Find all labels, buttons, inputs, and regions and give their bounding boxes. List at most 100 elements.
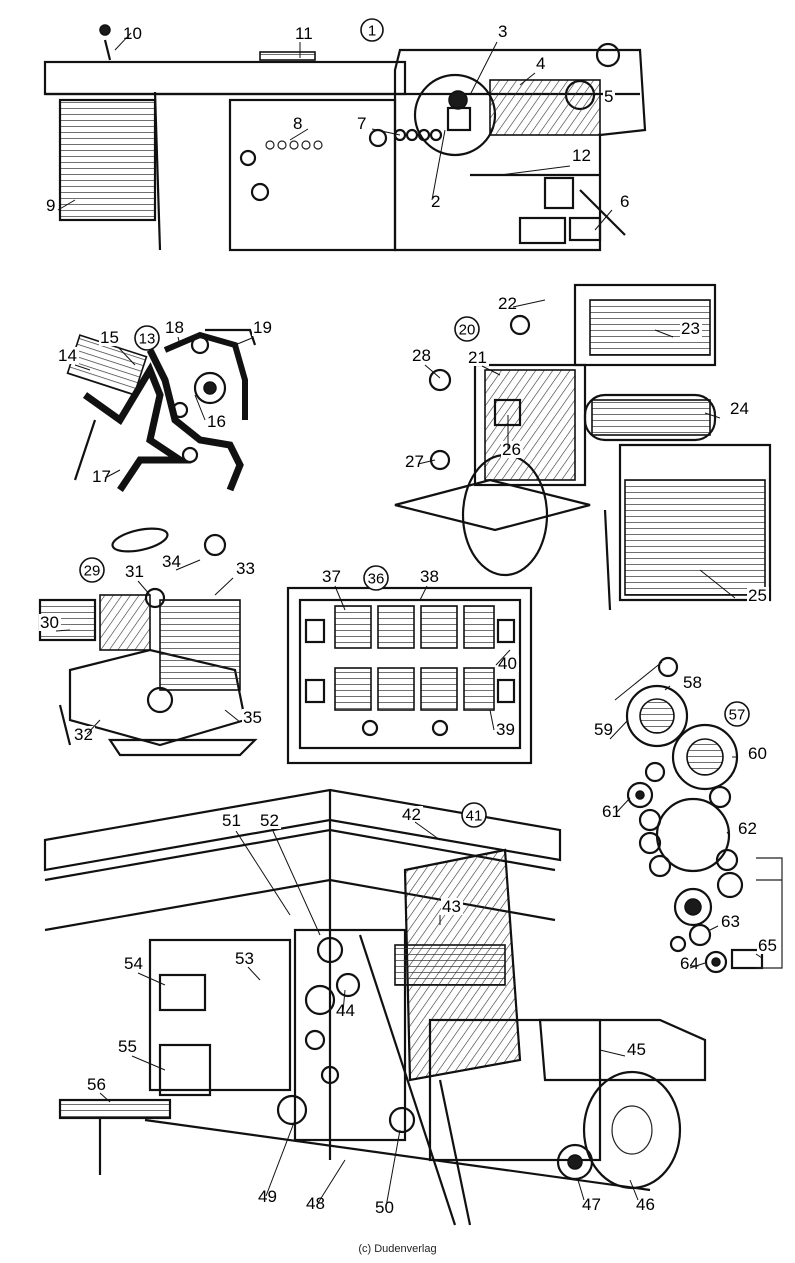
- callout-number-25: 25: [748, 586, 767, 605]
- leader-line: [334, 585, 346, 611]
- callout-backdrop: [411, 347, 433, 364]
- machine-13-schematic: [66, 328, 257, 492]
- callout-backdrop: [535, 55, 547, 72]
- leader-line: [615, 797, 631, 814]
- callout-number-2: 2: [431, 192, 440, 211]
- figure-number-circle: [461, 802, 487, 828]
- callout-number-54: 54: [124, 954, 143, 973]
- callout-number-62: 62: [738, 819, 757, 838]
- callout-number-32: 32: [74, 725, 93, 744]
- figure-number-circle: [454, 316, 480, 342]
- inking-rollers-7: [393, 128, 443, 142]
- callout-backdrop: [626, 1041, 648, 1058]
- callout-number-51: 51: [222, 811, 241, 830]
- rollers-8: [265, 140, 323, 150]
- machine-1-sheet-fed-press: [43, 24, 647, 252]
- callout-backdrop: [259, 812, 281, 829]
- callout-number-24: 24: [730, 399, 749, 418]
- callout-backdrop: [441, 898, 463, 915]
- leader-line: [755, 953, 763, 959]
- callout-backdrop: [495, 721, 517, 738]
- figure-number-36: 36: [363, 565, 389, 591]
- callout-number-9: 9: [46, 196, 55, 215]
- callout-backdrop: [737, 820, 759, 837]
- leader-line: [317, 1159, 346, 1204]
- leader-line: [371, 128, 401, 136]
- callout-backdrop: [39, 614, 61, 631]
- callout-number-15: 15: [100, 328, 119, 347]
- leader-line: [594, 209, 613, 231]
- callout-backdrop: [73, 726, 95, 743]
- leader-line: [519, 72, 536, 86]
- callout-backdrop: [294, 25, 316, 42]
- callout-number-19: 19: [253, 318, 272, 337]
- callout-number-3: 3: [498, 22, 507, 41]
- callout-number-52: 52: [260, 811, 279, 830]
- callout-number-64: 64: [680, 954, 699, 973]
- callout-number-58: 58: [683, 673, 702, 692]
- callout-backdrop: [305, 1195, 327, 1212]
- machine-57-roller-train: [614, 656, 783, 974]
- callout-number-44: 44: [336, 1001, 355, 1020]
- callout-backdrop: [221, 812, 243, 829]
- callout-number-23: 23: [681, 319, 700, 338]
- callout-backdrop: [680, 320, 702, 337]
- callout-backdrop: [242, 709, 264, 726]
- leader-line: [104, 469, 121, 479]
- callout-number-22: 22: [498, 294, 517, 313]
- leader-line: [414, 821, 441, 841]
- leader-line: [495, 649, 511, 666]
- callout-backdrop: [123, 955, 145, 972]
- leader-line: [175, 559, 201, 571]
- machine-41-rotary-press: [43, 788, 707, 1226]
- leader-line: [419, 585, 428, 601]
- callout-backdrop: [292, 115, 304, 132]
- callout-backdrop: [619, 193, 631, 210]
- callout-number-43: 43: [442, 897, 461, 916]
- leader-line: [609, 719, 629, 740]
- figure-number-text: 1: [368, 23, 376, 40]
- callout-number-30: 30: [40, 613, 59, 632]
- leader-line: [699, 569, 736, 599]
- callout-number-12: 12: [572, 146, 591, 165]
- callout-backdrop: [374, 1199, 396, 1216]
- figure-number-circle: [360, 18, 384, 42]
- leader-line: [247, 966, 261, 981]
- callout-number-17: 17: [92, 467, 111, 486]
- figure-number-text: 20: [459, 322, 476, 339]
- leader-line: [137, 972, 166, 986]
- figure-number-text: 36: [368, 571, 385, 588]
- callout-backdrop: [682, 674, 704, 691]
- callout-backdrop: [234, 950, 256, 967]
- callout-number-34: 34: [162, 552, 181, 571]
- figure-number-circle: [79, 557, 105, 583]
- leader-line: [86, 719, 101, 735]
- leader-line: [591, 94, 596, 101]
- leader-line: [131, 1055, 166, 1071]
- callout-number-56: 56: [87, 1075, 106, 1094]
- callout-backdrop: [571, 147, 593, 164]
- callout-backdrop: [335, 1002, 357, 1019]
- callout-backdrop: [593, 721, 615, 738]
- callout-number-28: 28: [412, 346, 431, 365]
- callout-number-49: 49: [258, 1187, 277, 1206]
- callout-backdrop: [321, 568, 343, 585]
- leader-line: [117, 346, 136, 366]
- callout-backdrop: [86, 1076, 108, 1093]
- leader-line: [99, 1092, 111, 1103]
- leader-line: [689, 962, 706, 969]
- leader-line: [55, 629, 71, 632]
- callout-number-42: 42: [402, 805, 421, 824]
- leader-line: [577, 1179, 585, 1201]
- callout-number-55: 55: [118, 1037, 137, 1056]
- callout-backdrop: [747, 587, 769, 604]
- figure-number-circle: [134, 325, 160, 351]
- copyright-credit: (c) Dudenverlag: [358, 1243, 437, 1255]
- callout-backdrop: [501, 441, 523, 458]
- callout-backdrop: [122, 25, 144, 42]
- callout-number-59: 59: [594, 720, 613, 739]
- callout-number-38: 38: [420, 567, 439, 586]
- figure-number-circle: [363, 565, 389, 591]
